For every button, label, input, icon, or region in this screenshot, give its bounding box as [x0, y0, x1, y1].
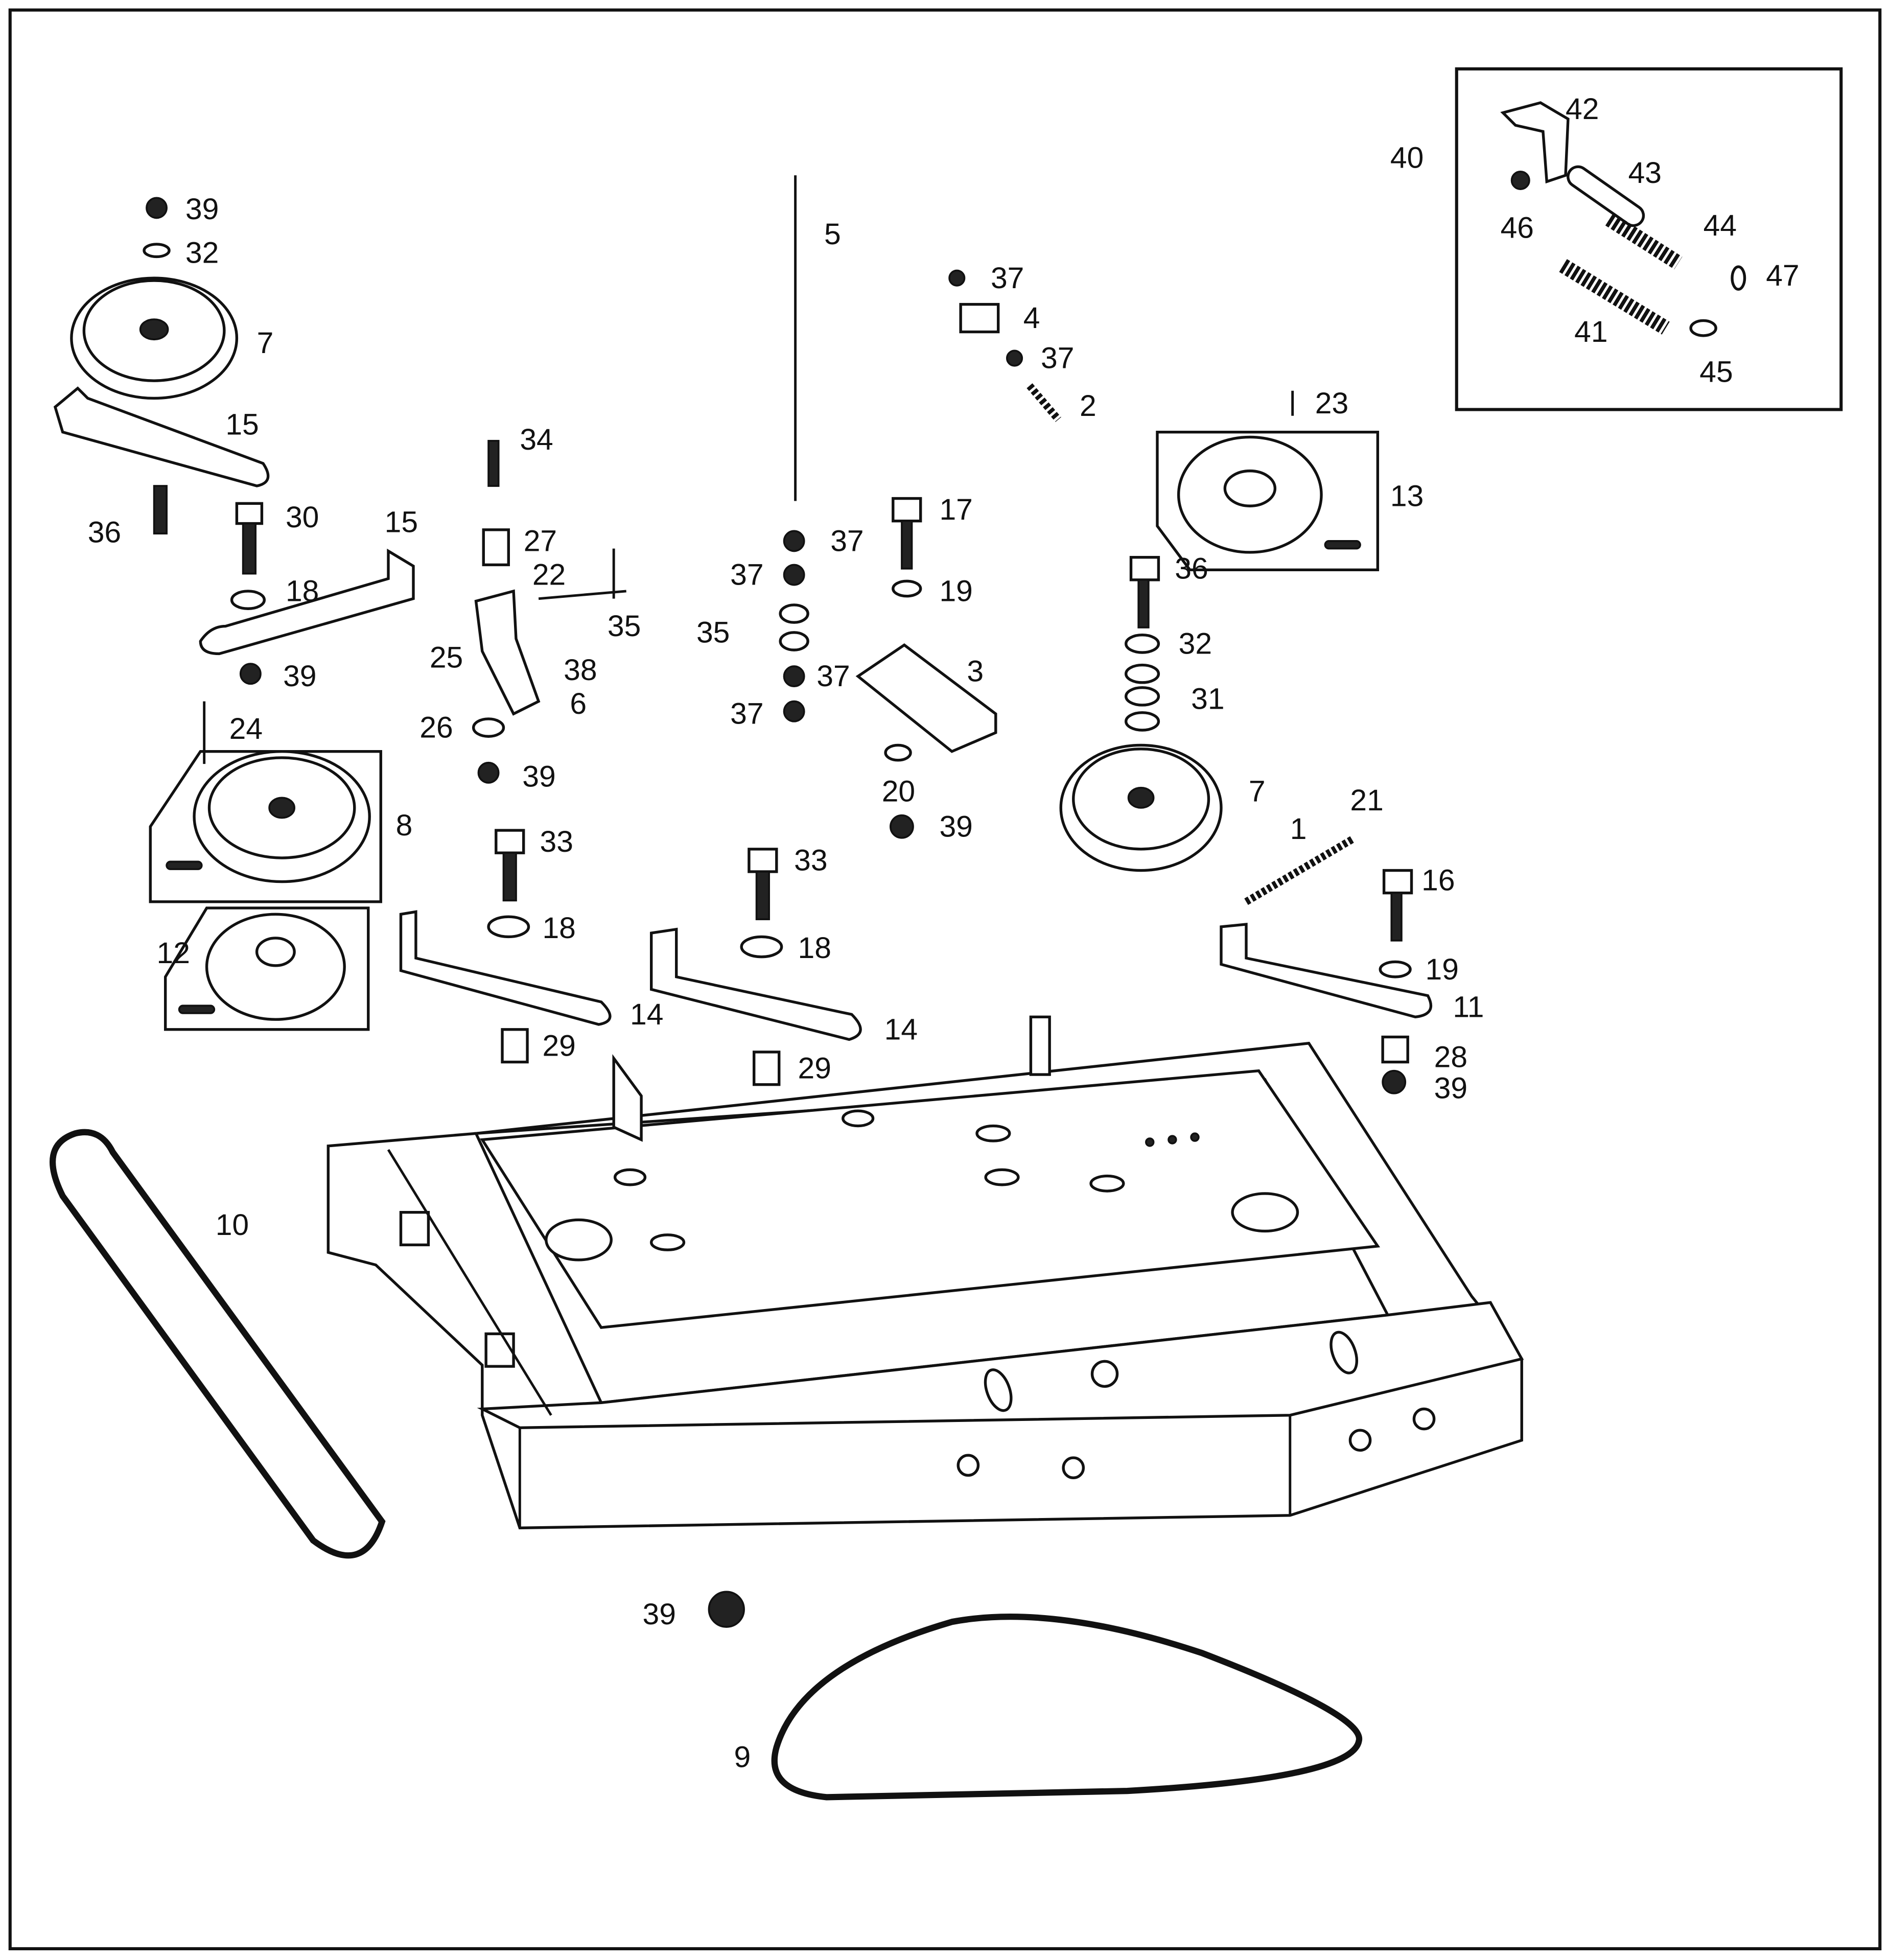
- callout: 6: [570, 687, 587, 720]
- callout: 32: [185, 237, 219, 270]
- callout: 43: [1628, 156, 1662, 190]
- callout: 39: [643, 1598, 676, 1631]
- callout: 37: [1041, 342, 1074, 375]
- inset-box-hitch-kit: [1455, 67, 1843, 411]
- callout: 27: [524, 524, 557, 557]
- callout: 8: [396, 809, 413, 842]
- callout: 45: [1699, 356, 1733, 389]
- pulley-7-right: [1059, 743, 1223, 872]
- callout: 23: [1315, 387, 1348, 420]
- callout: 19: [939, 575, 972, 608]
- callout: 1: [1290, 812, 1307, 846]
- callout: 39: [1434, 1072, 1467, 1105]
- callout: 13: [1390, 479, 1424, 512]
- callout: 21: [1350, 784, 1383, 817]
- callout: 47: [1766, 259, 1799, 292]
- callout: 11: [1453, 990, 1484, 1023]
- belt-9: [771, 1614, 1363, 1801]
- callout: 2: [1080, 389, 1096, 423]
- callout: 14: [630, 998, 663, 1031]
- callout: 36: [88, 516, 121, 549]
- callout: 40: [1390, 141, 1424, 174]
- callout: 4: [1023, 301, 1040, 335]
- hitch-kit-parts: [1500, 101, 1746, 337]
- callout: 39: [185, 193, 219, 226]
- callout: 10: [216, 1208, 249, 1242]
- callout: 5: [824, 218, 841, 251]
- callout: 44: [1704, 209, 1737, 242]
- outer-border: [8, 8, 1882, 1951]
- callout: 14: [884, 1013, 918, 1046]
- callout: 39: [939, 810, 972, 843]
- callout: 7: [1249, 775, 1266, 808]
- callout: 18: [542, 912, 575, 945]
- callout: 20: [882, 775, 915, 808]
- hardware: [143, 197, 1413, 1628]
- callout: 37: [816, 660, 850, 693]
- pulley-12: [164, 906, 370, 1031]
- callout: 9: [734, 1741, 751, 1774]
- callout: 3: [967, 655, 984, 688]
- brackets: [53, 175, 1433, 1041]
- mower-deck: [326, 1015, 1524, 1530]
- pulley-7-left: [70, 276, 239, 400]
- callout: 30: [286, 501, 319, 534]
- callout: 34: [520, 423, 553, 456]
- callout-labels: 39 32 7 15 36 30 18 39 15 24 8 12 34 27 …: [88, 92, 1800, 1774]
- callout: 41: [1574, 315, 1607, 348]
- callout: 35: [608, 610, 641, 643]
- callout: 37: [991, 262, 1024, 295]
- callout: 37: [730, 697, 763, 731]
- callout: 18: [286, 575, 319, 608]
- callout: 17: [939, 493, 972, 526]
- callout: 18: [798, 931, 831, 965]
- callout: 19: [1426, 953, 1459, 986]
- callout: 22: [532, 558, 566, 592]
- callout: 32: [1179, 627, 1212, 660]
- callout: 29: [798, 1052, 831, 1085]
- callout: 24: [229, 712, 263, 745]
- callout: 36: [1175, 552, 1208, 585]
- pulley-8: [149, 750, 382, 903]
- callout: 16: [1421, 864, 1455, 897]
- callout: 29: [542, 1029, 575, 1062]
- callout: 39: [522, 760, 555, 793]
- callout: 26: [419, 711, 453, 744]
- callout: 46: [1501, 212, 1534, 245]
- callout: 37: [830, 524, 864, 557]
- belt-10: [49, 1129, 386, 1559]
- pulley-13: [1156, 430, 1380, 571]
- callout: 31: [1191, 682, 1224, 715]
- callout: 37: [730, 558, 763, 592]
- callout: 15: [385, 506, 418, 539]
- callout: 28: [1434, 1040, 1467, 1074]
- callout: 35: [696, 616, 730, 649]
- callout: 42: [1566, 92, 1599, 126]
- callout: 33: [794, 844, 827, 877]
- callout: 25: [430, 641, 463, 674]
- callout: 39: [283, 660, 316, 693]
- callout: 7: [257, 326, 274, 360]
- callout: 33: [540, 825, 573, 858]
- callout: 12: [157, 937, 190, 970]
- callout: 15: [225, 408, 259, 441]
- callout: 38: [564, 654, 597, 687]
